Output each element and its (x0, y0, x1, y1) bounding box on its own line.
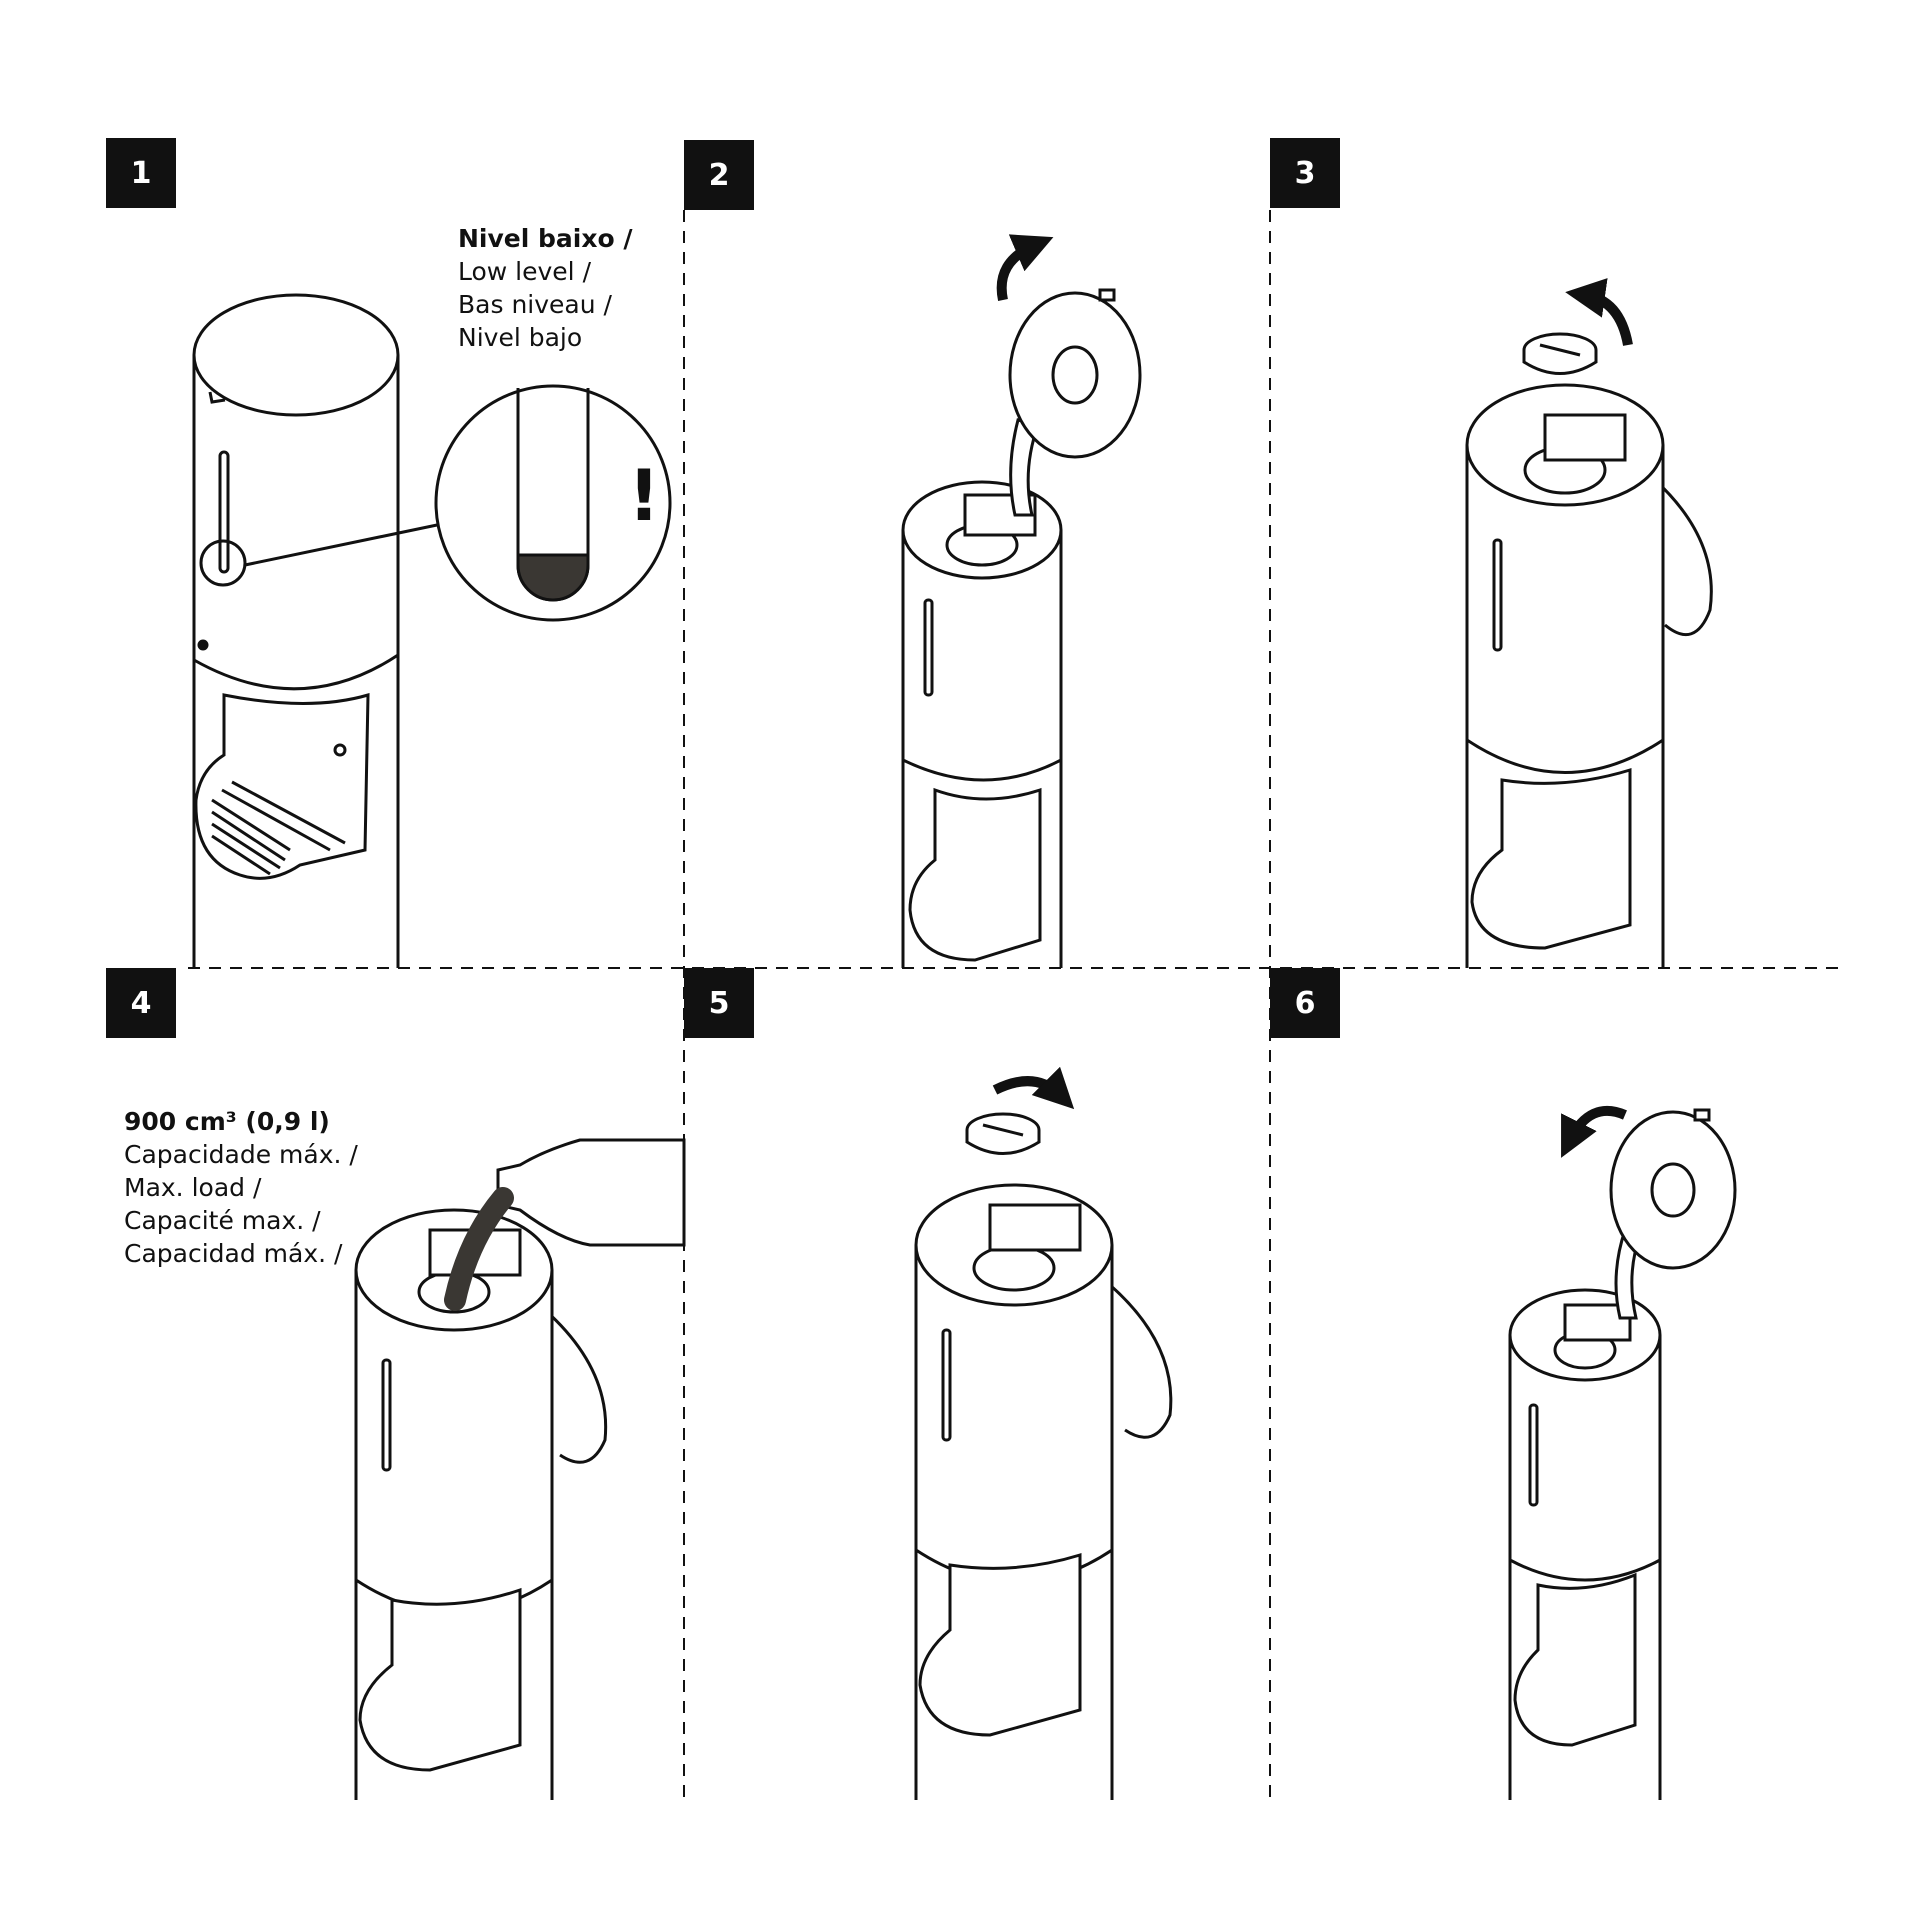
dispenser-cap-replace (914, 1183, 1173, 1800)
low-level-line-en: Low level / (458, 257, 591, 286)
dispenser-cap-removed (1465, 383, 1713, 968)
low-level-line-es: Nivel bajo (458, 323, 583, 352)
step-1-badge: 1 (106, 138, 176, 208)
capacity-line-fr: Capacité max. / (124, 1206, 321, 1235)
step-5-badge: 5 (684, 968, 754, 1038)
replace-cap-arrow (992, 1066, 1075, 1110)
capacity-line-pt: Capacidade máx. / (124, 1140, 358, 1169)
dispenser-lid-open (901, 288, 1142, 968)
panel-dividers (188, 210, 1840, 1800)
step-3-badge: 3 (1270, 138, 1340, 208)
capacity-line-en: Max. load / (124, 1173, 262, 1202)
dispenser-closed (192, 293, 438, 968)
low-level-title: Nivel baixo / (458, 224, 633, 253)
warning-icon: ! (628, 455, 660, 537)
step-4-badge: 4 (106, 968, 176, 1038)
step-6-badge: 6 (1270, 968, 1340, 1038)
level-magnifier (434, 384, 672, 622)
open-arrow (996, 234, 1054, 302)
capacity-title: 900 cm³ (0,9 l) (124, 1107, 330, 1136)
pouring-liquid (444, 1187, 514, 1311)
cap-to-replace (965, 1112, 1041, 1155)
step-2-badge: 2 (684, 140, 754, 210)
capacity-caption: 900 cm³ (0,9 l) Capacidade máx. / Max. l… (124, 1105, 358, 1270)
dispenser-close-lid (1508, 1108, 1737, 1800)
dispenser-filling (354, 1138, 686, 1800)
loose-cap (1522, 332, 1598, 375)
remove-cap-arrow (1565, 278, 1633, 346)
capacity-line-es: Capacidad máx. / (124, 1239, 343, 1268)
close-lid-arrow (1561, 1106, 1627, 1158)
low-level-caption: Nivel baixo / Low level / Bas niveau / N… (458, 222, 633, 354)
low-level-line-fr: Bas niveau / (458, 290, 612, 319)
